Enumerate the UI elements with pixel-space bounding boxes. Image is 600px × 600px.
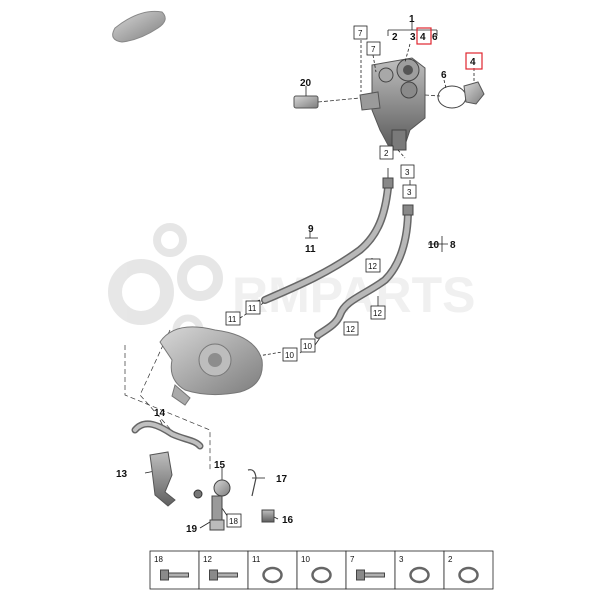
part-number-4: 4 [420, 32, 426, 43]
callout-7: 7 [358, 29, 363, 38]
callout-box [343, 321, 359, 336]
callout-11: 11 [228, 315, 237, 324]
callout-10: 10 [285, 351, 294, 360]
bolt-icon [209, 569, 238, 581]
callout-11: 11 [248, 304, 257, 313]
legend-strip: 18 12 11 10 7 3 2 [149, 550, 494, 590]
part-number-14: 14 [154, 408, 166, 419]
pipe-part [131, 420, 204, 450]
part-number-17: 17 [276, 474, 288, 485]
callout-box [245, 300, 261, 315]
legend-label: 2 [448, 555, 453, 564]
o-ring-icon [262, 566, 283, 584]
part-number-15: 15 [214, 460, 226, 471]
sensor-part [293, 95, 361, 109]
legend-cell: 2 [443, 550, 494, 590]
callout-box [402, 184, 417, 199]
watermark-gear-icon [177, 255, 223, 301]
callout-box [379, 145, 394, 160]
temp-sensor-part [193, 479, 231, 531]
legend-cell: 12 [198, 550, 249, 590]
bolt-icon [356, 569, 385, 581]
part-number-3: 3 [410, 32, 416, 43]
legend-label: 7 [350, 555, 355, 564]
callout-box [365, 258, 381, 273]
part-number-4-right: 4 [470, 57, 476, 68]
bolt-icon [160, 569, 189, 581]
callout-10: 10 [303, 342, 312, 351]
callout-3: 3 [405, 168, 410, 177]
part-number-2: 2 [392, 32, 398, 43]
legend-label: 3 [399, 555, 404, 564]
valve-housing [359, 57, 426, 151]
bracket-part [149, 451, 176, 507]
clip-part [247, 469, 257, 497]
callout-7: 7 [371, 45, 376, 54]
part-number-16: 16 [282, 515, 294, 526]
part-number-19: 19 [186, 524, 198, 535]
callout-box [226, 513, 242, 528]
callout-box [400, 164, 415, 179]
legend-label: 12 [203, 555, 212, 564]
callout-3: 3 [407, 188, 412, 197]
legend-cell: 18 [149, 550, 200, 590]
legend-label: 11 [252, 555, 261, 564]
legend-label: 10 [301, 555, 310, 564]
part-number-1: 1 [409, 14, 415, 25]
o-ring-icon [409, 566, 430, 584]
highlight-box-4 [416, 27, 432, 45]
assembly-guides [124, 329, 211, 470]
callout-box [282, 347, 298, 362]
part-number-8: 8 [450, 240, 456, 251]
plug-part [261, 509, 275, 523]
callout-box [366, 41, 381, 56]
cover-part [112, 10, 166, 43]
callout-boxes [225, 25, 417, 528]
watermark-gear-icon [153, 223, 187, 257]
part-number-10: 10 [428, 240, 440, 251]
part-number-9: 9 [308, 224, 314, 235]
callout-box [225, 311, 241, 326]
part-number-6: 6 [441, 70, 447, 81]
legend-label: 18 [154, 555, 163, 564]
callout-18: 18 [229, 517, 238, 526]
callout-12: 12 [373, 309, 382, 318]
legend-cell: 7 [345, 550, 396, 590]
watermark-gear-icon [108, 259, 174, 325]
part-number-6-top: 6 [432, 32, 438, 43]
callout-box [353, 25, 368, 40]
o-ring-icon [458, 566, 479, 584]
part-number-11: 11 [305, 244, 316, 255]
callout-box [300, 338, 316, 353]
callout-12: 12 [346, 325, 355, 334]
legend-cell: 11 [247, 550, 298, 590]
hose-left [261, 177, 394, 304]
pump-housing [159, 326, 263, 406]
callout-12: 12 [368, 262, 377, 271]
callout-numbers: 7 7 2 3 3 12 12 12 11 11 10 10 18 [228, 29, 412, 526]
callout-box [370, 305, 386, 320]
legend-cell: 10 [296, 550, 347, 590]
cap-part [424, 81, 485, 109]
o-ring-icon [311, 566, 332, 584]
part-numbers: 1 2 3 4 6 4 6 20 9 11 10 8 14 13 15 17 1… [116, 14, 483, 535]
part-number-13: 13 [116, 469, 128, 480]
legend-cell: 3 [394, 550, 445, 590]
highlight-box-4-right [465, 52, 483, 70]
callout-2: 2 [384, 149, 389, 158]
part-number-20: 20 [300, 78, 312, 89]
hose-right [314, 204, 414, 339]
